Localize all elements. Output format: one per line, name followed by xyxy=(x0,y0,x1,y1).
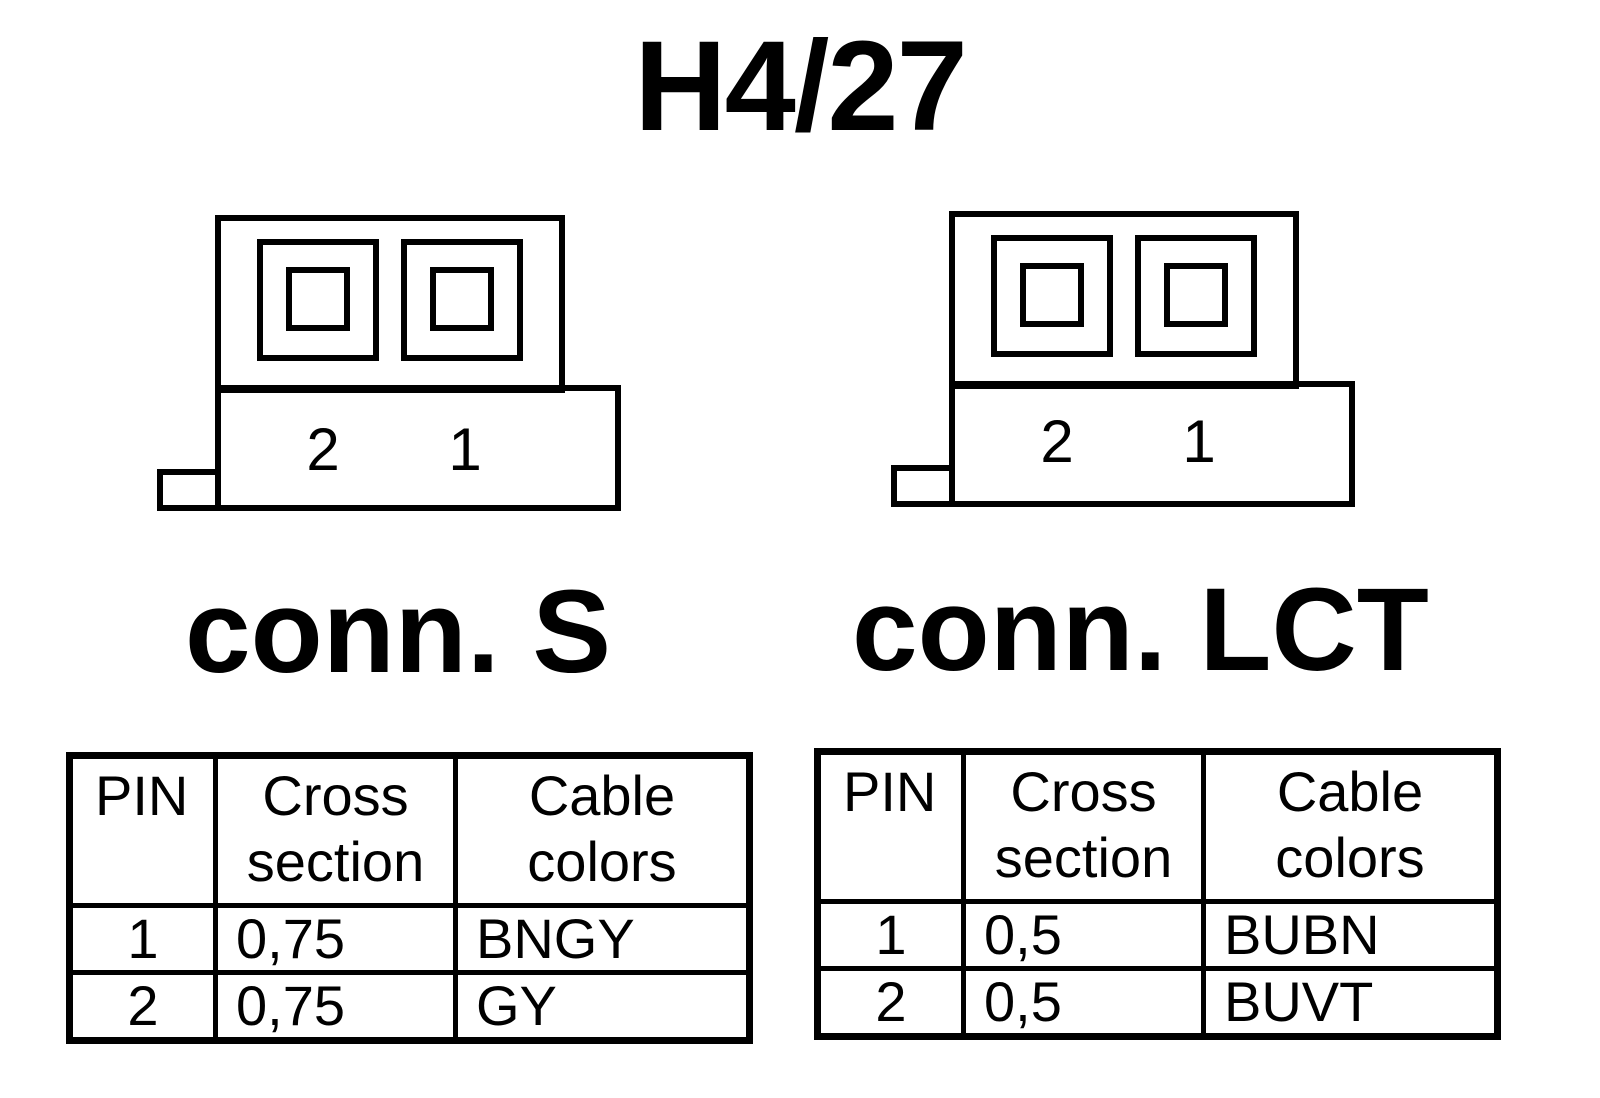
cross-section-header-line-1: Cross xyxy=(1010,760,1157,823)
cable-color-cell: BUVT xyxy=(1201,966,1500,1039)
cable-colors-header-line-1: Cable xyxy=(528,764,676,827)
cable-colors-header: Cable colors xyxy=(453,753,752,908)
cross-section-header-line-2: section xyxy=(994,826,1173,889)
connector-s-drawing: 2 1 xyxy=(157,215,621,511)
connector-s-cavity-2 xyxy=(257,239,379,361)
connector-s-terminal-1 xyxy=(430,267,494,331)
connector-s-label: conn. S xyxy=(185,566,612,698)
connector-lct-latch xyxy=(891,465,955,507)
table-row: 1 0,5 BUBN xyxy=(815,899,1500,971)
cross-section-cell: 0,75 xyxy=(213,970,458,1043)
connector-lct-terminal-1 xyxy=(1164,263,1228,327)
connector-lct-cavity-1 xyxy=(1135,235,1257,357)
pin-cell: 2 xyxy=(67,970,218,1043)
cross-section-cell: 0,5 xyxy=(961,899,1206,971)
connector-lct-pin-table: PIN Cross section Cable colors 1 0,5 BUB… xyxy=(814,748,1501,1040)
pin-cell: 1 xyxy=(815,899,966,971)
cable-color-cell: GY xyxy=(453,970,752,1043)
cable-colors-header: Cable colors xyxy=(1201,749,1500,904)
connector-lct-label: conn. LCT xyxy=(852,564,1429,696)
connector-s-terminal-2 xyxy=(286,267,350,331)
cable-colors-header-line-1: Cable xyxy=(1276,760,1424,823)
cross-section-header: Cross section xyxy=(961,749,1206,904)
cross-section-cell: 0,75 xyxy=(213,903,458,975)
pin-cell: 1 xyxy=(67,903,218,975)
connector-lct-terminal-2 xyxy=(1020,263,1084,327)
connector-s-cavity-1 xyxy=(401,239,523,361)
cross-section-header: Cross section xyxy=(213,753,458,908)
connector-lct-drawing: 2 1 xyxy=(891,211,1355,507)
pin-header: PIN xyxy=(67,753,218,908)
connector-lct-pin-1-label: 1 xyxy=(1182,408,1215,475)
pin-header: PIN xyxy=(815,749,966,904)
cable-color-cell: BUBN xyxy=(1201,899,1500,971)
table-header-row: PIN Cross section Cable colors xyxy=(67,753,752,908)
cable-colors-header-line-2: colors xyxy=(527,830,677,893)
cable-color-cell: BNGY xyxy=(453,903,752,975)
connector-s-latch xyxy=(157,469,221,511)
connector-s-pin-table: PIN Cross section Cable colors 1 0,75 BN… xyxy=(66,752,753,1044)
connector-lct-housing-bottom xyxy=(949,381,1355,507)
pin-cell: 2 xyxy=(815,966,966,1039)
cable-colors-header-line-2: colors xyxy=(1275,826,1425,889)
table-row: 2 0,75 GY xyxy=(67,970,752,1043)
connector-s-housing-bottom xyxy=(215,385,621,511)
connector-lct-pin-2-label: 2 xyxy=(1040,408,1073,475)
table-header-row: PIN Cross section Cable colors xyxy=(815,749,1500,904)
connector-lct-cavity-2 xyxy=(991,235,1113,357)
connector-s-pin-2-label: 2 xyxy=(306,416,339,483)
connector-s-pin-1-label: 1 xyxy=(448,416,481,483)
table-row: 2 0,5 BUVT xyxy=(815,966,1500,1039)
diagram-title: H4/27 xyxy=(634,15,968,158)
cross-section-header-line-1: Cross xyxy=(262,764,409,827)
cross-section-cell: 0,5 xyxy=(961,966,1206,1039)
table-row: 1 0,75 BNGY xyxy=(67,903,752,975)
cross-section-header-line-2: section xyxy=(246,830,425,893)
